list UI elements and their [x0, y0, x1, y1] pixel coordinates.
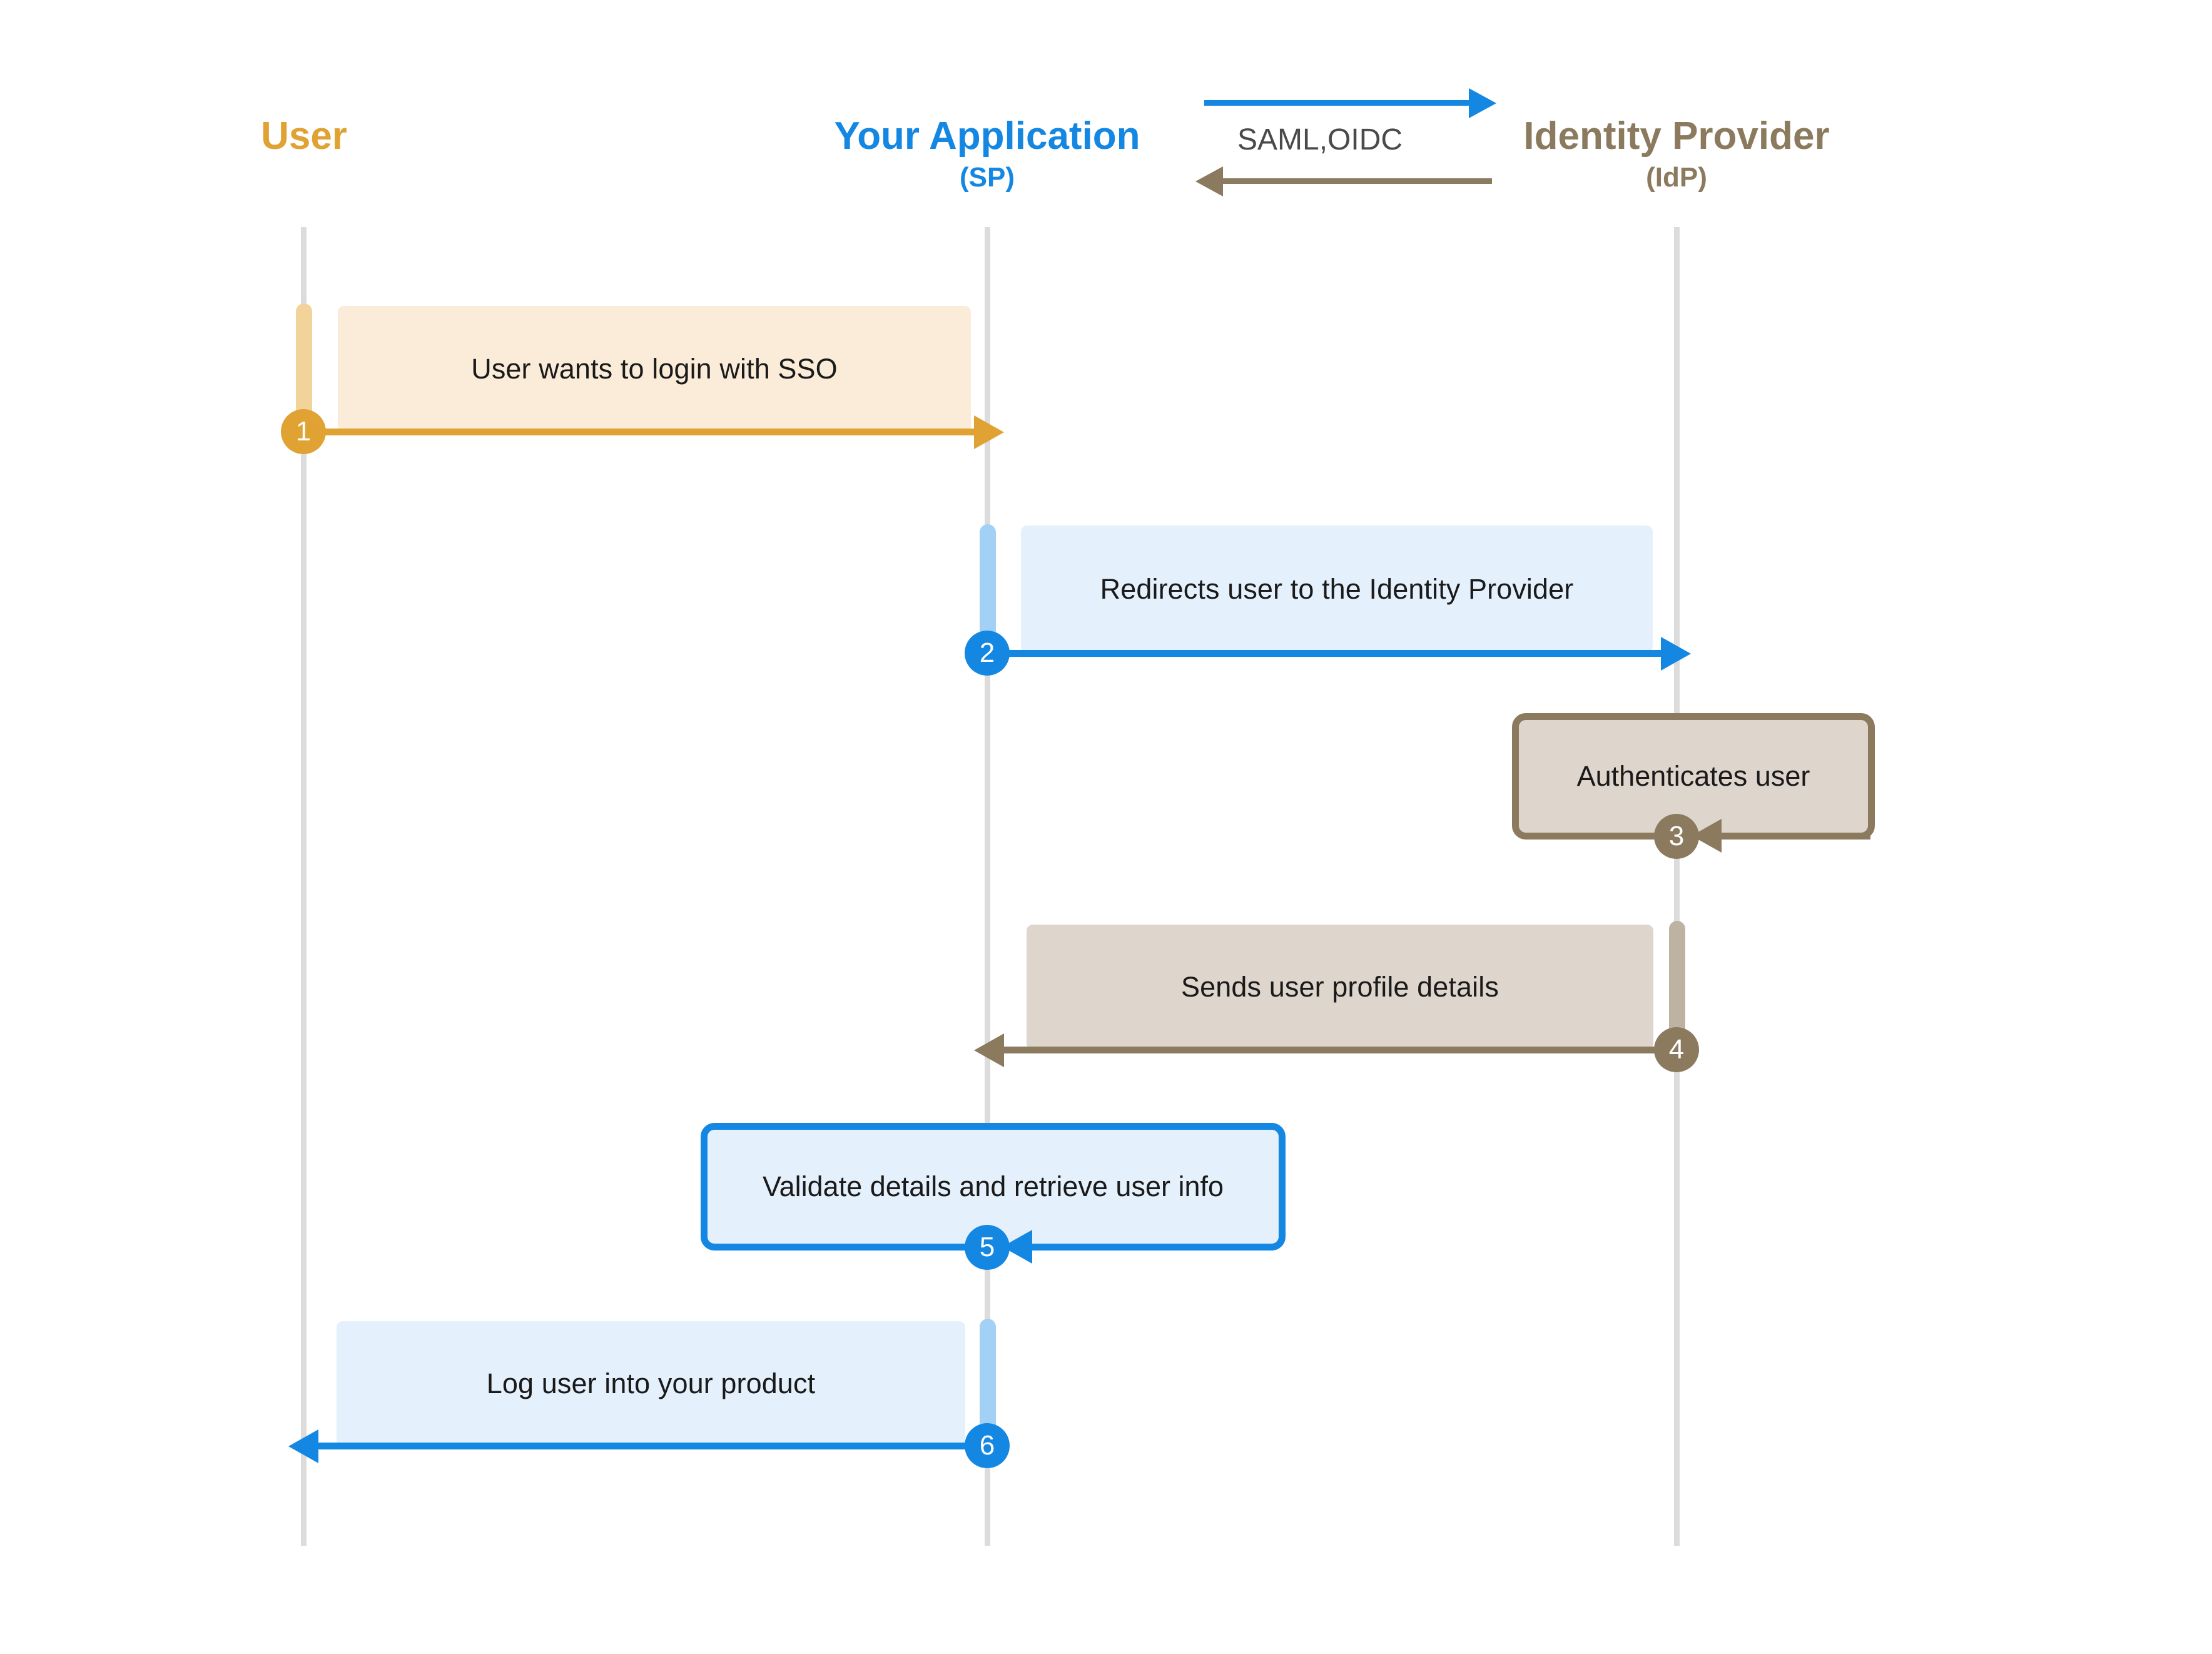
protocol-outbound-arrowhead [1469, 88, 1496, 118]
self-message-label-step3: Authenticates user [1576, 760, 1810, 792]
lifeline-idp [1674, 227, 1680, 1546]
message-label-step6: Log user into your product [486, 1367, 816, 1399]
step-number-3-text: 3 [1668, 821, 1685, 851]
message-box-step2: Redirects user to the Identity Provider [1021, 525, 1653, 653]
message-arrow-line-step1 [303, 429, 978, 435]
message-label-step1: User wants to login with SSO [471, 353, 838, 385]
message-arrowhead-step4 [974, 1033, 1004, 1067]
step-number-3[interactable]: 3 [1654, 814, 1699, 859]
participant-subtitle-app: (SP) [960, 161, 1015, 193]
participant-header-user: User [116, 114, 492, 163]
lifeline-user [301, 227, 307, 1546]
step-number-1-text: 1 [295, 416, 312, 447]
self-return-line-step5 [1001, 1244, 1182, 1251]
message-box-step1: User wants to login with SSO [338, 306, 971, 432]
step-number-6[interactable]: 6 [965, 1423, 1010, 1468]
activation-bar-idp-step4 [1669, 921, 1685, 1043]
message-arrowhead-step6 [288, 1429, 318, 1463]
step-number-5-text: 5 [979, 1232, 995, 1262]
participant-name-idp: Identity Provider [1523, 114, 1830, 158]
participant-header-idp: Identity Provider (IdP) [1489, 114, 1864, 193]
activation-bar-app-step6 [980, 1319, 996, 1438]
lifeline-app [985, 227, 990, 1546]
message-label-step2: Redirects user to the Identity Provider [1100, 573, 1574, 605]
step-number-2-text: 2 [979, 637, 995, 668]
message-box-step4: Sends user profile details [1027, 925, 1653, 1050]
message-label-step4: Sends user profile details [1181, 971, 1499, 1003]
protocol-inbound-arrowhead [1195, 166, 1223, 196]
participant-header-app: Your Application (SP) [799, 114, 1175, 193]
participant-name-app: Your Application [834, 114, 1140, 158]
activation-bar-app-step2 [980, 524, 996, 643]
message-arrow-line-step2 [987, 650, 1664, 657]
self-message-label-step5: Validate details and retrieve user info [762, 1170, 1224, 1202]
message-arrow-line-step4 [1003, 1047, 1676, 1053]
participant-subtitle-idp: (IdP) [1646, 161, 1707, 193]
message-arrow-line-step6 [318, 1443, 990, 1449]
message-box-step6: Log user into your product [337, 1321, 965, 1446]
protocol-label: SAML,OIDC [1237, 123, 1403, 156]
step-number-1[interactable]: 1 [281, 409, 326, 454]
step-number-6-text: 6 [979, 1430, 995, 1461]
activation-bar-user-step1 [296, 303, 312, 425]
protocol-inbound-line [1223, 178, 1492, 184]
participant-name-user: User [261, 114, 347, 158]
message-arrowhead-step1 [974, 415, 1004, 449]
step-number-4[interactable]: 4 [1654, 1027, 1699, 1072]
step-number-5[interactable]: 5 [965, 1225, 1010, 1270]
message-arrowhead-step2 [1661, 637, 1691, 671]
self-return-line-step3 [1689, 833, 1870, 840]
step-number-4-text: 4 [1668, 1034, 1685, 1065]
protocol-outbound-line [1204, 100, 1473, 106]
step-number-2[interactable]: 2 [965, 631, 1010, 676]
